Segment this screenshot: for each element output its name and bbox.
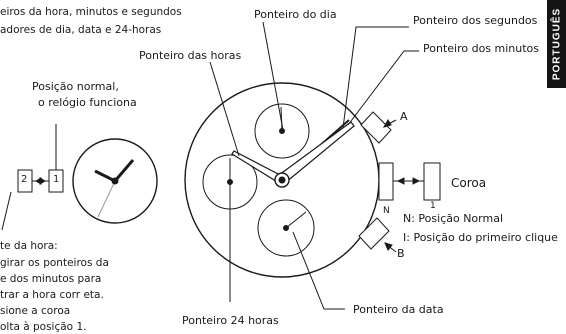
day-hand-leader — [262, 21, 284, 131]
24h-hand-label: Ponteiro 24 horas — [182, 314, 279, 327]
button-b-arrowhead — [384, 242, 393, 251]
day-subdial-hand — [280, 106, 283, 132]
small-watch-minute-hand — [113, 159, 135, 182]
date-subdial-hand — [285, 211, 307, 229]
small-watch-dial — [72, 138, 158, 224]
small-watch-hour-hand — [94, 169, 116, 183]
language-tab: PORTUGUÊS — [547, 0, 566, 88]
hour-hand-leader — [209, 61, 240, 157]
instructions-line-2: girar os ponteiros da — [0, 257, 109, 269]
date-hand-leader — [292, 231, 345, 310]
crown-arrowhead-left — [396, 177, 405, 185]
language-tab-label: PORTUGUÊS — [551, 7, 562, 81]
crown-position-n-label: N — [383, 206, 390, 216]
day-hand-label: Ponteiro do dia — [254, 8, 337, 21]
crown-position-1-label: 1 — [430, 201, 436, 211]
day-subdial-pivot — [279, 128, 285, 134]
small-watch-pivot — [111, 177, 119, 185]
instructions-line-6: olta à posição 1. — [0, 321, 87, 333]
button-b-label: B — [397, 247, 405, 260]
small-position-2-label: 2 — [21, 174, 28, 185]
instructions-line-5: sione a coroa — [0, 305, 71, 317]
instruction-leader-line — [1, 191, 12, 231]
crown-position-1-box — [423, 162, 441, 201]
button-a-arrowhead — [382, 119, 392, 128]
top-left-line-2: adores de dia, data e 24-horas — [0, 24, 162, 36]
button-a — [360, 111, 392, 144]
crown-position-n-box — [378, 162, 394, 201]
minute-hand-leader — [347, 50, 419, 126]
instructions-line-4: trar a hora corr eta. — [0, 289, 104, 301]
legend-normal-position: N: Posição Normal — [403, 212, 504, 225]
day-subdial — [254, 103, 310, 159]
top-left-line-1: eiros da hora, minutos e segundos — [0, 6, 182, 18]
small-arrowhead-right — [39, 177, 46, 185]
minute-hand-label: Ponteiro dos minutos — [423, 42, 540, 55]
small-position-1-label: 1 — [53, 174, 60, 185]
crown-label: Coroa — [451, 176, 487, 190]
button-b — [358, 217, 390, 250]
date-hand-label: Ponteiro da data — [353, 303, 444, 316]
second-hand-leader — [342, 26, 409, 129]
center-pivot — [278, 176, 286, 184]
normal-position-caption-line-2: o relógio funciona — [38, 96, 137, 109]
button-a-label: A — [400, 110, 408, 123]
crown-arrowhead-right — [412, 177, 421, 185]
date-subdial-pivot — [283, 225, 289, 231]
instructions-line-1: te da hora: — [0, 240, 58, 252]
hour-hand-label: Ponteiro das horas — [139, 49, 242, 62]
instructions-line-3: e dos minutos para — [0, 273, 102, 285]
minute-hand — [278, 121, 355, 184]
date-subdial — [257, 199, 315, 257]
legend-first-click-position: I: Posição do primeiro clique — [403, 231, 558, 244]
second-hand-label: Ponteiro dos segundos — [413, 14, 538, 27]
small-watch-second-hand — [97, 180, 116, 218]
normal-position-caption-line-1: Posição normal, — [32, 80, 119, 93]
